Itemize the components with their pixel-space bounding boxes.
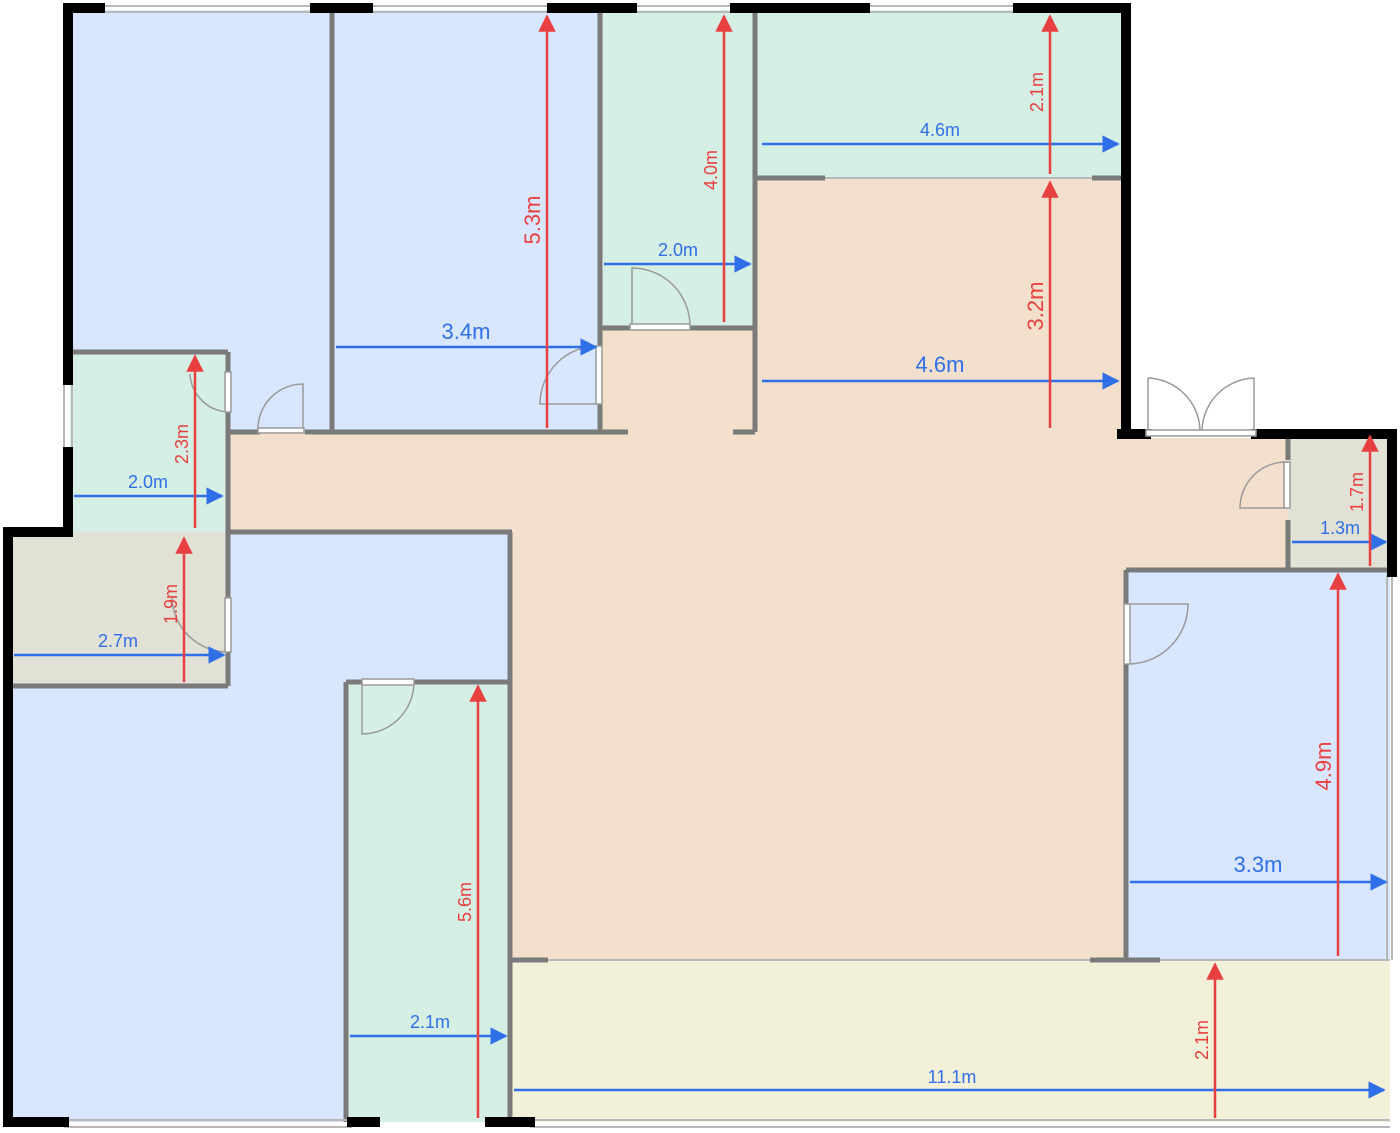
small-height-label: 1.7m <box>1347 472 1367 512</box>
bed1-width-label: 3.4m <box>442 319 491 344</box>
door-leaf <box>224 371 232 413</box>
door-swing <box>1239 461 1287 509</box>
living-top-width-label: 4.6m <box>916 352 965 377</box>
closet-height-label: 2.3m <box>172 424 192 464</box>
door-swing <box>1147 377 1255 432</box>
door-leaf <box>1145 429 1257 437</box>
bed1-height-label: 5.3m <box>520 196 545 245</box>
door-swing <box>631 267 691 327</box>
living-area <box>755 178 1122 435</box>
bath1-height-label: 4.0m <box>701 150 721 190</box>
height-labels: 5.3m 4.0m 2.1m 3.2m 2.3m 1.9m 5.6m 2.1m … <box>161 72 1367 1060</box>
height-arrows <box>175 14 1379 1118</box>
inner-walls <box>10 10 1390 1122</box>
door-leaf <box>257 427 305 434</box>
bathroom-top-right <box>755 10 1122 178</box>
bath2-height-label: 2.1m <box>1027 72 1047 112</box>
glass-partitions <box>63 5 1393 1128</box>
bed3-height-label: 4.9m <box>1311 742 1336 791</box>
width-arrows <box>14 135 1388 1099</box>
door-leaf <box>595 345 603 405</box>
bathroom-bottom <box>346 682 510 1122</box>
door-leaf <box>1283 461 1291 509</box>
bath3-height-label: 5.6m <box>455 882 475 922</box>
door-swing <box>1127 603 1189 665</box>
door-leaf <box>361 678 415 686</box>
room-fills <box>10 10 1390 1122</box>
closet-width-label: 2.0m <box>128 472 168 492</box>
bath1-width-label: 2.0m <box>658 240 698 260</box>
balcony-bottom <box>510 960 1390 1122</box>
living-top-height-label: 3.2m <box>1023 282 1048 331</box>
door-leaf <box>1123 603 1131 665</box>
small-width-label: 1.3m <box>1320 518 1360 538</box>
bath2-width-label: 4.6m <box>920 120 960 140</box>
bathroom-top <box>600 10 755 328</box>
bedroom-top-middle <box>332 10 600 432</box>
bedroom-right <box>1126 570 1390 960</box>
store-width-label: 2.7m <box>98 631 138 651</box>
bath3-width-label: 2.1m <box>410 1012 450 1032</box>
small-room-right <box>1288 432 1390 570</box>
doors <box>171 267 1291 735</box>
width-labels: 3.4m 2.0m 4.6m 4.6m 2.0m 2.7m 2.1m 11.1m… <box>98 120 1360 1087</box>
door-leaf <box>224 597 232 653</box>
store-height-label: 1.9m <box>161 584 181 624</box>
balcony-height-label: 2.1m <box>1192 1020 1212 1060</box>
outer-walls <box>3 3 1397 1127</box>
closet-left <box>70 352 228 532</box>
storage-left <box>10 532 228 686</box>
corridor-top <box>600 328 755 435</box>
door-leaf <box>629 323 691 331</box>
door-swing <box>361 681 415 735</box>
bed3-width-label: 3.3m <box>1234 852 1283 877</box>
living-room-main <box>228 432 1288 960</box>
balcony-width-label: 11.1m <box>928 1067 977 1087</box>
